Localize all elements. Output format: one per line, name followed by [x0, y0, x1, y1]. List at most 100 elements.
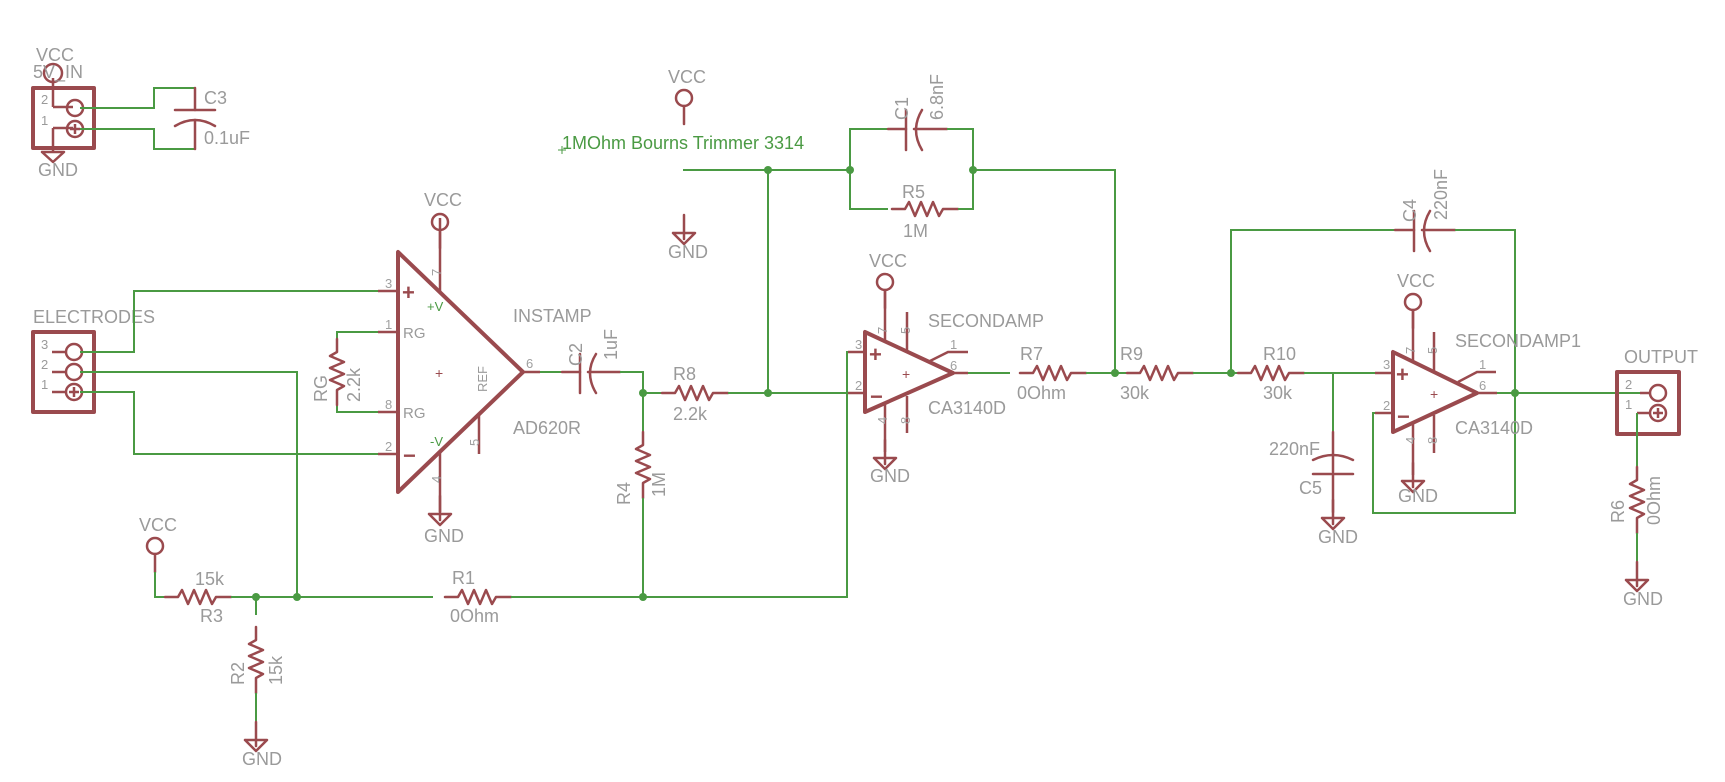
pin-number: 2 [385, 439, 392, 454]
gnd-secondamp: GND [870, 438, 910, 486]
junction-dot [969, 166, 977, 174]
gnd-icon [872, 438, 898, 471]
vcc-secondamp: VCC [869, 251, 907, 310]
component-ref: R6 [1608, 500, 1628, 523]
pin-number: 1 [385, 317, 392, 332]
svg-text:+: + [435, 365, 443, 381]
resistor-r3: 15k R3 [163, 569, 233, 626]
junction-dot [252, 593, 260, 601]
connector-name: ELECTRODES [33, 307, 155, 327]
component-value: 0Ohm [1644, 476, 1664, 525]
vcc-icon [145, 536, 165, 574]
second-amplifier: + − + 3 2 7 5 4 8 1 6 SECONDAMP CA3140D [848, 290, 1044, 452]
component-ref: C4 [1400, 199, 1420, 222]
pin-number: 3 [855, 337, 862, 352]
gnd-label: GND [870, 466, 910, 486]
pin-function-label: -V [430, 434, 443, 449]
pin-number: 1 [950, 337, 957, 352]
junction-dot [1511, 389, 1519, 397]
amp-part: CA3140D [928, 398, 1006, 418]
junction-dot [1111, 369, 1119, 377]
svg-text:−: − [403, 443, 416, 468]
gnd-label: GND [38, 160, 78, 180]
svg-text:+: + [1430, 386, 1438, 402]
component-value: 2.2k [673, 404, 708, 424]
component-ref: R2 [228, 662, 248, 685]
junction-dot [846, 166, 854, 174]
resistor-r2: R2 15k [228, 625, 286, 695]
power-input-connector: 2 1 VCC 5V_IN GND [31, 45, 96, 180]
resistor-r5: R5 1M [890, 182, 960, 241]
pin-number: 4 [1403, 437, 1418, 444]
capacitor-c1: C1 6.8nF [886, 74, 949, 152]
component-value: 220nF [1269, 439, 1320, 459]
resistor-r9: R9 30k [1120, 344, 1195, 403]
component-value: 1M [649, 472, 669, 497]
svg-text:+: + [869, 342, 882, 367]
pin-label: 2 [41, 92, 48, 107]
capacitor-c2: C2 1uF [560, 329, 622, 395]
component-value: 0Ohm [1017, 383, 1066, 403]
pin-label: 1 [41, 377, 48, 392]
svg-text:−: − [870, 384, 883, 409]
resistor-r10: R10 30k [1236, 344, 1306, 403]
connector-pin-icon [1648, 403, 1668, 423]
component-ref: RG [311, 375, 331, 402]
pin-function-label: RG [403, 325, 426, 342]
connector-name: OUTPUT [1624, 347, 1698, 367]
pin-function-label: RG [403, 405, 426, 422]
component-ref: R1 [452, 568, 475, 588]
vcc-label: VCC [1397, 271, 1435, 291]
pin-label: 2 [1625, 377, 1632, 392]
junctions [252, 166, 1519, 601]
component-ref: R7 [1020, 344, 1043, 364]
junction-dot [1227, 369, 1235, 377]
gnd-label: GND [1398, 486, 1438, 506]
junction-dot [639, 389, 647, 397]
gnd-icon [1320, 498, 1346, 531]
component-ref: R3 [200, 606, 223, 626]
pin-function-label: REF [475, 366, 490, 392]
amp-part: AD620R [513, 418, 581, 438]
component-value: 2.2k [344, 367, 364, 402]
gnd-icon [427, 494, 453, 527]
pin-number: 5 [1425, 347, 1440, 354]
gnd-icon [1624, 560, 1650, 593]
component-ref: R8 [673, 364, 696, 384]
connector-pin-icon [64, 362, 84, 382]
component-value: 220nF [1431, 169, 1451, 220]
pin-function-label: +V [427, 299, 444, 314]
component-value: 15k [195, 569, 225, 589]
component-value: 15k [266, 655, 286, 685]
resistor-rg: RG 2.2k [311, 337, 364, 407]
gnd-label: GND [668, 242, 708, 262]
component-value: 1M [903, 221, 928, 241]
capacitor-c5: 220nF C5 [1269, 430, 1355, 514]
resistor-r7: R7 0Ohm [1017, 344, 1088, 403]
pin-label: 2 [41, 357, 48, 372]
pin-number: 2 [855, 378, 862, 393]
pin-number: 6 [1479, 378, 1486, 393]
junction-dot [764, 166, 772, 174]
pin-label: 3 [41, 337, 48, 352]
second-amplifier-1: + − + 3 2 7 5 4 8 1 6 SECONDAMP1 CA3140D [1375, 310, 1581, 475]
connector-pin-icon [1648, 383, 1668, 403]
junction-dot [293, 593, 301, 601]
gnd-bias: GND [242, 720, 282, 769]
junction-dot [639, 593, 647, 601]
junction-dot [764, 389, 772, 397]
vcc-icon [1403, 292, 1423, 330]
vcc-label: VCC [139, 515, 177, 535]
pin-number: 7 [429, 269, 444, 276]
vcc-label: VCC [668, 67, 706, 87]
vcc-label: VCC [424, 190, 462, 210]
trimmer-label: 1MOhm Bourns Trimmer 3314 [562, 133, 804, 153]
component-ref: C5 [1299, 478, 1322, 498]
pin-number: 3 [385, 276, 392, 291]
pin-number: 3 [1383, 357, 1390, 372]
gnd-icon [671, 213, 697, 246]
component-ref: C2 [566, 343, 586, 366]
amp-name: SECONDAMP [928, 311, 1044, 331]
resistor-r4: R4 1M [614, 430, 669, 505]
